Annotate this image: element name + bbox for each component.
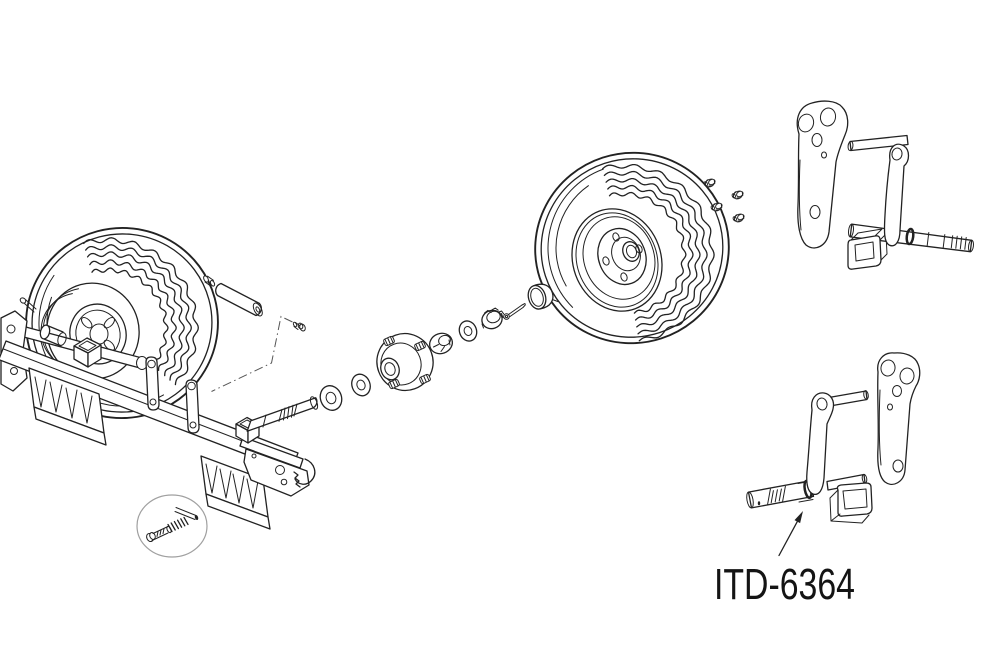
spacer-roller-icon <box>215 282 263 317</box>
right-wheel-rim-icon <box>571 208 663 312</box>
inner-washer-icon <box>351 373 371 397</box>
seal-washer-icon <box>319 385 343 411</box>
link-plate-rear-icon <box>185 379 200 434</box>
latch-assembly-icon <box>239 436 316 497</box>
pivot-bushing-icon <box>39 324 67 347</box>
phantom-leader-line <box>211 315 293 392</box>
leader-arrow-line <box>778 520 798 557</box>
wheel-hub-icon <box>376 332 434 392</box>
wheel-stud-icon <box>414 340 426 352</box>
dust-cap-icon <box>527 283 559 310</box>
bearing-cone-icon <box>429 332 453 355</box>
link-plate-front-icon <box>145 356 160 411</box>
callout-circle-icon <box>136 494 208 558</box>
flange-bolt-icon <box>292 321 306 332</box>
part-number-label: ITD-6364 <box>714 560 855 609</box>
square-receiver-socket-left-icon <box>73 337 102 368</box>
channel-bracket-front-icon <box>28 367 107 446</box>
beam-spindle-shaft-icon <box>246 396 319 432</box>
castle-nut-icon <box>481 307 505 330</box>
lower-spindle-assembly-icon <box>746 390 873 524</box>
flat-washer-icon <box>458 320 478 342</box>
channel-bracket-rear-icon <box>200 455 271 530</box>
cotter-pin-icon <box>503 303 526 320</box>
part-callout: ITD-6364 <box>714 511 855 609</box>
leader-arrowhead-icon <box>794 511 803 524</box>
wheel-stud-icon <box>383 335 395 347</box>
detail-bolt-icon <box>146 525 172 543</box>
detail-rod-icon <box>174 507 199 521</box>
upper-swing-bracket-icon <box>796 100 849 249</box>
wheel-stud-icon <box>419 373 431 385</box>
clevis-pin-icon <box>203 275 216 287</box>
wheel-stud-icon <box>388 378 400 390</box>
lower-swing-bracket-icon <box>877 352 921 485</box>
hardware-detail-callout <box>136 494 208 558</box>
upper-spindle-assembly-icon <box>847 134 974 270</box>
